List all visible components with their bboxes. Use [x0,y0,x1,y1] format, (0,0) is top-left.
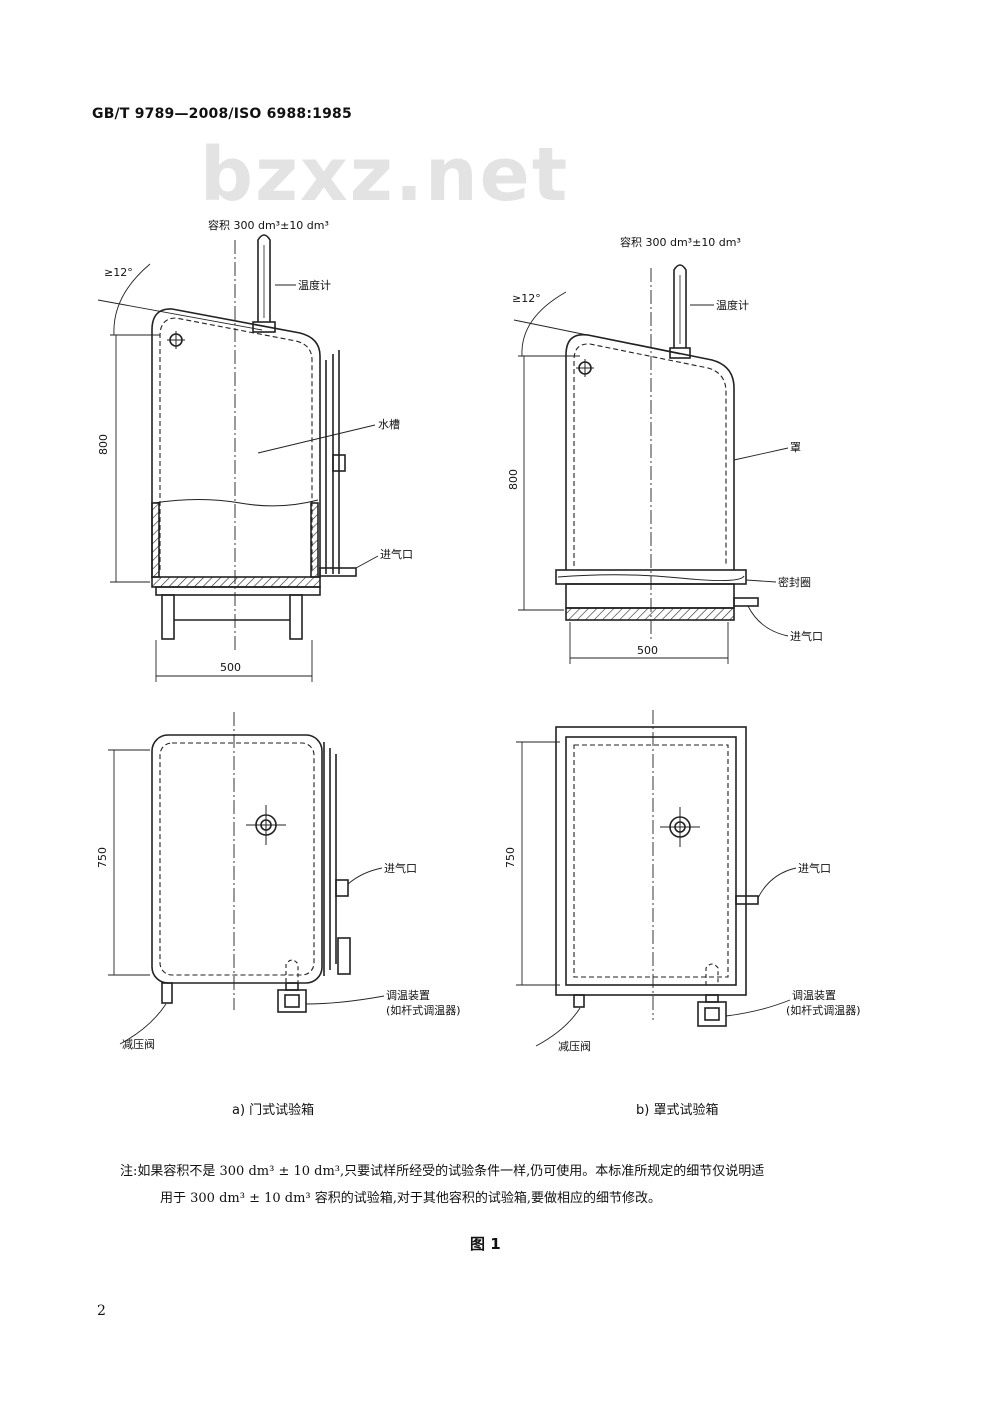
panel-b-regulator-line1: 调温装置 [792,989,836,1002]
watermark-text: bzxz.net [200,132,570,218]
panel-a-height-dim: 800 [97,434,110,455]
figure-title: 图 1 [470,1235,501,1253]
panel-a-front-view [151,234,357,640]
panel-b-angle-label: ≥12° [512,292,541,305]
panel-a-inlet-label-top: 进气口 [384,861,417,875]
panel-b-thermometer-label: 温度计 [716,298,749,312]
panel-b-caption: b) 罩式试验箱 [636,1102,718,1118]
panel-b-depth-dim: 750 [504,847,517,868]
panel-a-top-view [151,734,351,1013]
panel-b-regulator-line2: (如杆式调温器) [786,1003,861,1017]
panel-a-regulator-line1: 调温装置 [386,989,430,1002]
panel-a-volume-label: 容积 300 dm³±10 dm³ [208,218,329,232]
panel-b-volume-label: 容积 300 dm³±10 dm³ [620,235,741,249]
panel-b-seal-label: 密封圈 [778,575,811,589]
panel-a-depth-dim: 750 [96,847,109,868]
note-line-2: 用于 300 dm³ ± 10 dm³ 容积的试验箱,对于其他容积的试验箱,要做… [160,1191,662,1206]
panel-b-height-dim: 800 [507,469,520,490]
panel-a-angle-label: ≥12° [104,266,133,279]
standard-header: GB/T 9789—2008/ISO 6988:1985 [92,106,352,122]
panel-a-relief-valve-label: 减压阀 [122,1037,155,1051]
panel-b-front-view [555,264,759,621]
figure-note: 注:如果容积不是 300 dm³ ± 10 dm³,只要试样所经受的试验条件一样… [120,1158,910,1212]
panel-a-water-tank-label: 水槽 [378,418,400,431]
panel-a-regulator-line2: (如杆式调温器) [386,1003,461,1017]
panel-a-caption: a) 门式试验箱 [232,1102,314,1118]
panel-b-top-view [555,726,759,1027]
panel-a-inlet-label: 进气口 [380,547,413,561]
note-line-1: 注:如果容积不是 300 dm³ ± 10 dm³,只要试样所经受的试验条件一样… [120,1164,765,1179]
panel-b-inlet-label-top: 进气口 [798,861,831,875]
panel-b-width-dim: 500 [637,644,658,657]
panel-b-cover-label: 罩 [790,441,801,454]
panel-a-width-dim: 500 [220,661,241,674]
figure-drawing: 800 500 容积 300 dm³±10 dm³ ≥12° 温度计 水槽 进气… [96,218,861,1118]
panel-a-thermometer-label: 温度计 [298,278,331,292]
page-number: 2 [97,1303,106,1319]
panel-b-relief-valve-label: 减压阀 [558,1039,591,1053]
panel-b-inlet-label: 进气口 [790,629,823,643]
